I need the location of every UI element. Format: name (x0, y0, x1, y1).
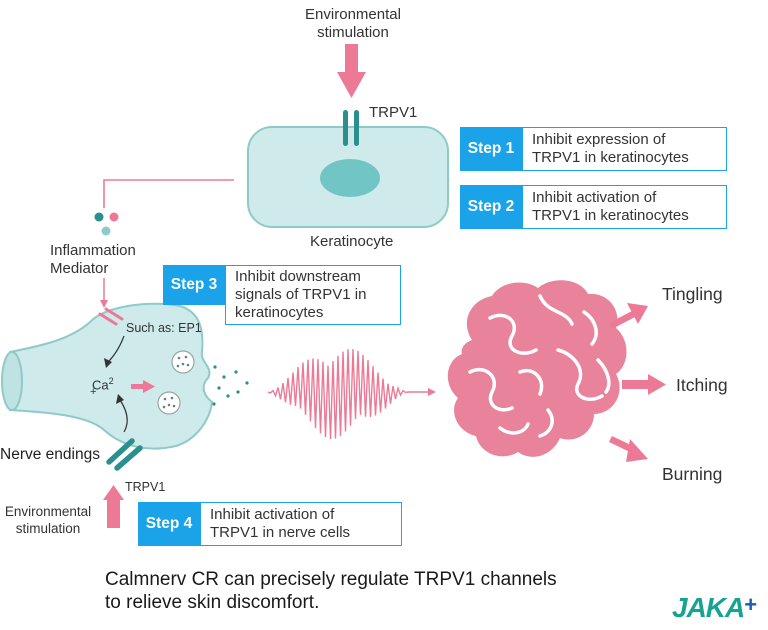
step-4: Step 4 Inhibit activation of TRPV1 in ne… (138, 502, 402, 546)
step-2-badge: Step 2 (460, 185, 522, 229)
keratinocyte-label: Keratinocyte (310, 233, 394, 250)
keratinocyte-nucleus (320, 159, 380, 197)
step-1-line1: Inhibit expression of (532, 131, 666, 148)
bottom-stimulus-line1: Environmental (4, 504, 92, 519)
calcium-symbol: Ca (92, 377, 109, 393)
step-3-line1: Inhibit downstream (235, 268, 361, 285)
vesicle-upper (171, 350, 195, 374)
step-2-description: Inhibit activation of TRPV1 in keratinoc… (522, 185, 727, 229)
arrow-to-burning (609, 436, 648, 462)
step-1: Step 1 Inhibit expression of TRPV1 in ke… (460, 127, 727, 171)
step-3-line3: keratinocytes (235, 304, 324, 321)
top-stimulus-line2: stimulation (317, 24, 389, 41)
vesicle-lower (157, 391, 181, 415)
trpv1-channel-bottom (106, 438, 143, 471)
brand-logo: JAKA+ (672, 592, 757, 624)
step-2: Step 2 Inhibit activation of TRPV1 in ke… (460, 185, 727, 229)
bottom-stimulus-arrow (103, 485, 124, 528)
step-3-badge: Step 3 (163, 265, 225, 305)
brand-logo-plus: + (744, 592, 757, 617)
step-1-line2: TRPV1 in keratinocytes (532, 149, 689, 166)
step-3-line2: signals of TRPV1 in (235, 286, 367, 303)
calcium-to-vesicle-arrow (131, 380, 155, 393)
footer-note: Calmnerv CR can precisely regulate TRPV1… (105, 568, 557, 614)
step-3: Step 3 Inhibit downstream signals of TRP… (163, 265, 401, 325)
bottom-stimulus-line2: stimulation (15, 521, 81, 536)
mediator-to-receptor-arrow (100, 278, 108, 308)
step-4-badge: Step 4 (138, 502, 200, 546)
effect-tingling: Tingling (662, 284, 723, 304)
trpv1-bottom-label: TRPV1 (125, 480, 166, 494)
inflammation-mediator-label: Inflammation Mediator (50, 242, 136, 278)
step-1-badge: Step 1 (460, 127, 522, 171)
top-stimulus-label: Environmental stimulation (278, 6, 428, 42)
step-1-description: Inhibit expression of TRPV1 in keratinoc… (522, 127, 727, 171)
trpv1-to-calcium-arrow (119, 399, 128, 433)
step-3-description: Inhibit downstream signals of TRPV1 in k… (225, 265, 401, 325)
nerve-axon-opening (1, 351, 23, 411)
step-4-description: Inhibit activation of TRPV1 in nerve cel… (200, 502, 402, 546)
nerve-endings-label: Nerve endings (0, 446, 100, 463)
inflammation-mediator-dots (94, 212, 119, 236)
top-stimulus-line1: Environmental (305, 6, 401, 23)
calcium-charge: 2 (108, 376, 114, 386)
step-2-line1: Inhibit activation of (532, 189, 657, 206)
step-4-line1: Inhibit activation of (210, 506, 335, 523)
arrow-to-itching (622, 374, 666, 395)
inflammation-line2: Mediator (50, 260, 109, 277)
footer-line1: Calmnerv CR can precisely regulate TRPV1… (105, 569, 557, 590)
effect-burning: Burning (662, 464, 723, 484)
inflammation-line1: Inflammation (50, 242, 136, 259)
arrow-to-tingling (609, 303, 648, 329)
calcium-label: Ca2 + (90, 376, 114, 398)
footer-line2: to relieve skin discomfort. (105, 592, 320, 613)
receptor-to-calcium-arrow (107, 335, 125, 363)
bottom-stimulus-label: Environmental stimulation (0, 503, 96, 537)
calcium-plus: + (90, 386, 97, 398)
trpv1-channel-top (343, 110, 359, 146)
cell-to-mediator-connector (103, 179, 234, 208)
top-stimulus-arrow (337, 44, 366, 98)
waveform-arrowhead (428, 388, 436, 396)
nerve-signal-waveform (267, 348, 428, 440)
released-signal-dots (212, 365, 249, 406)
effect-itching: Itching (676, 375, 728, 395)
brain-illustration (447, 280, 627, 457)
step-4-line2: TRPV1 in nerve cells (210, 524, 351, 541)
brand-logo-text: JAKA (672, 592, 745, 623)
step-2-line2: TRPV1 in keratinocytes (532, 207, 689, 224)
ep1-receptor (98, 307, 124, 326)
trpv1-top-label: TRPV1 (369, 104, 418, 121)
ep1-receptor-label: Such as: EP1 (126, 321, 202, 335)
